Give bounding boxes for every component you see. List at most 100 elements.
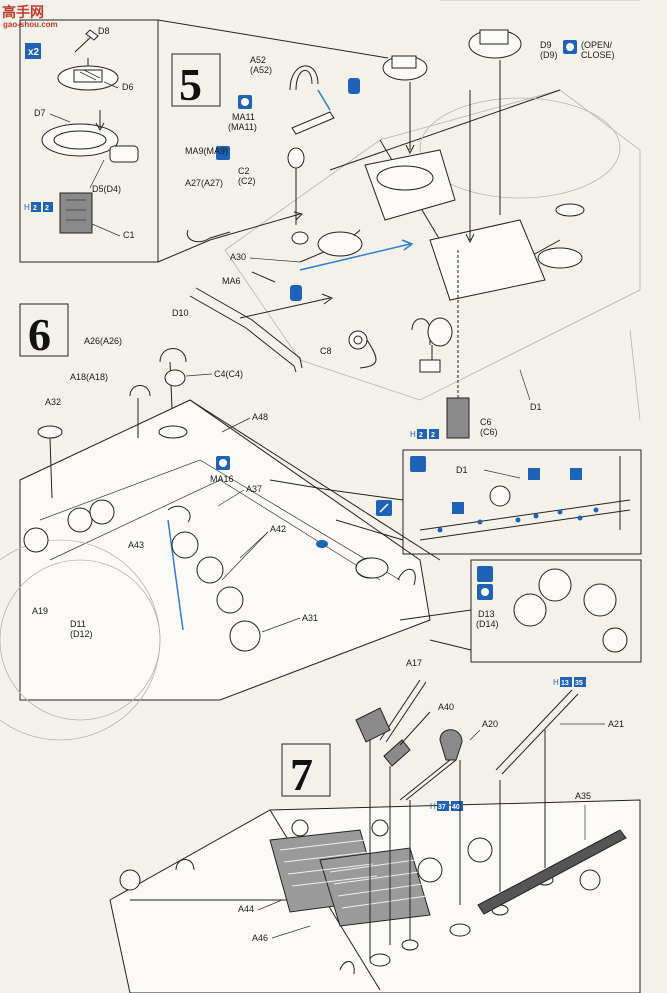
svg-text:2: 2 xyxy=(45,205,49,212)
step-7-number-box xyxy=(281,743,331,797)
badge-c1: H 2 2 xyxy=(24,202,53,212)
part-a40 xyxy=(383,739,411,767)
part-a21 xyxy=(495,689,573,771)
label-a26: A26(A26) xyxy=(84,336,122,346)
label-a17: A17 xyxy=(406,658,422,668)
label-c2: C2 xyxy=(238,166,250,176)
label-a18: A18(A18) xyxy=(70,372,108,382)
inset-d13: D13 (D14) xyxy=(399,559,642,663)
label-d13: D13 xyxy=(478,609,495,619)
badge-c6: H 2 2 xyxy=(410,429,439,439)
part-c1 xyxy=(59,192,93,234)
label-ma11-alt: (MA11) xyxy=(228,122,257,132)
part-a20 xyxy=(439,729,463,761)
watermark-url: gao-shou.com xyxy=(3,20,58,29)
label-c1: C1 xyxy=(123,230,135,240)
label-a27: A27(A27) xyxy=(185,178,223,188)
label-d9: D9 xyxy=(540,40,552,50)
part-d10 xyxy=(195,287,303,369)
water-icon-ma6 xyxy=(290,285,302,301)
water-icon-a52 xyxy=(348,78,360,94)
engine-deck-plate xyxy=(429,219,546,301)
label-ma16: MA16 xyxy=(210,474,234,484)
label-a19: A19 xyxy=(32,606,48,616)
label-a35: A35 xyxy=(575,791,591,801)
label-a32: A32 xyxy=(45,397,61,407)
part-a32 xyxy=(37,425,63,439)
label-c6-alt: (C6) xyxy=(480,427,498,437)
svg-text:2: 2 xyxy=(419,432,423,439)
label-d9-alt: (D9) xyxy=(540,50,558,60)
svg-text:40: 40 xyxy=(452,804,460,811)
label-open-close: (OPEN/ xyxy=(581,40,613,50)
label-a30: A30 xyxy=(230,252,246,262)
watermark-site-name: 高手网 xyxy=(2,4,44,21)
label-a40: A40 xyxy=(438,702,454,712)
label-a52-alt: (A52) xyxy=(250,65,272,75)
step-7-number: 7 xyxy=(290,749,313,800)
label-a42: A42 xyxy=(270,524,286,534)
label-inset-d1: D1 xyxy=(456,465,468,475)
label-d8: D8 xyxy=(98,26,110,36)
brush-icon-inset-d13 xyxy=(477,566,493,582)
step-6-number-box xyxy=(19,303,69,357)
multiplier-icon xyxy=(25,43,41,59)
label-d10: D10 xyxy=(172,308,189,318)
part-c4 xyxy=(164,369,186,387)
step-6: 6 A26(A26) A18(A18) C4(C4) A32 A48 MA16 … xyxy=(0,303,642,741)
cut-icon-3 xyxy=(570,468,582,480)
part-c2 xyxy=(287,147,305,169)
svg-text:H: H xyxy=(430,802,436,811)
glue-icon-ma9 xyxy=(216,146,230,160)
part-ma11 xyxy=(291,111,335,135)
label-a31: A31 xyxy=(302,613,318,623)
step-5: 5 D9 (D9) (OPEN/ CLOSE) A52 (A52) xyxy=(171,29,641,439)
glue-cup-icon xyxy=(316,540,328,548)
inset-d13-frame xyxy=(470,559,642,663)
label-ma6: MA6 xyxy=(222,276,241,286)
label-a46: A46 xyxy=(252,933,268,943)
step-7: 7 A44 A46 xyxy=(109,658,641,993)
label-d6: D6 xyxy=(122,82,134,92)
inset-leader-line xyxy=(157,19,389,59)
part-a18 xyxy=(129,385,151,397)
label-d7: D7 xyxy=(34,108,46,118)
label-a37: A37 xyxy=(246,484,262,494)
svg-text:H: H xyxy=(553,678,559,687)
label-c6: C6 xyxy=(480,417,492,427)
step-6-number: 6 xyxy=(28,309,51,360)
svg-text:13: 13 xyxy=(561,680,569,687)
part-a27 xyxy=(186,229,231,243)
label-d14: (D14) xyxy=(476,619,499,629)
step-5-number: 5 xyxy=(179,59,202,110)
inset-top-left: x2 D8 D6 D7 D5(D4) C1 H xyxy=(19,19,389,263)
label-c4: C4(C4) xyxy=(214,369,243,379)
step-5-number-box xyxy=(171,53,221,107)
brush-icon-inset-d1 xyxy=(410,456,426,472)
inset-frame xyxy=(19,19,159,263)
label-a52: A52 xyxy=(250,55,266,65)
part-a52 xyxy=(289,65,319,91)
label-ma11: MA11 xyxy=(232,112,255,122)
svg-text:35: 35 xyxy=(575,680,583,687)
inset-d1-frame xyxy=(402,449,642,555)
label-d12: (D12) xyxy=(70,629,93,639)
multiplier-label: x2 xyxy=(28,47,40,58)
label-d1: D1 xyxy=(530,402,542,412)
label-c8: C8 xyxy=(320,346,332,356)
svg-text:H: H xyxy=(24,203,30,212)
part-ma6 xyxy=(251,271,276,283)
label-d5: D5(D4) xyxy=(92,184,121,194)
label-d11: D11 xyxy=(70,619,86,629)
label-c2-alt: (C2) xyxy=(238,176,256,186)
svg-text:2: 2 xyxy=(431,432,435,439)
svg-text:2: 2 xyxy=(33,205,37,212)
svg-text:H: H xyxy=(410,430,416,439)
svg-text:37: 37 xyxy=(438,804,446,811)
part-a35 xyxy=(477,829,627,915)
badge-a20: H 37 40 xyxy=(430,801,463,811)
label-ma9: MA9(MA9) xyxy=(185,146,228,156)
label-a44: A44 xyxy=(238,904,254,914)
label-a48: A48 xyxy=(252,412,268,422)
